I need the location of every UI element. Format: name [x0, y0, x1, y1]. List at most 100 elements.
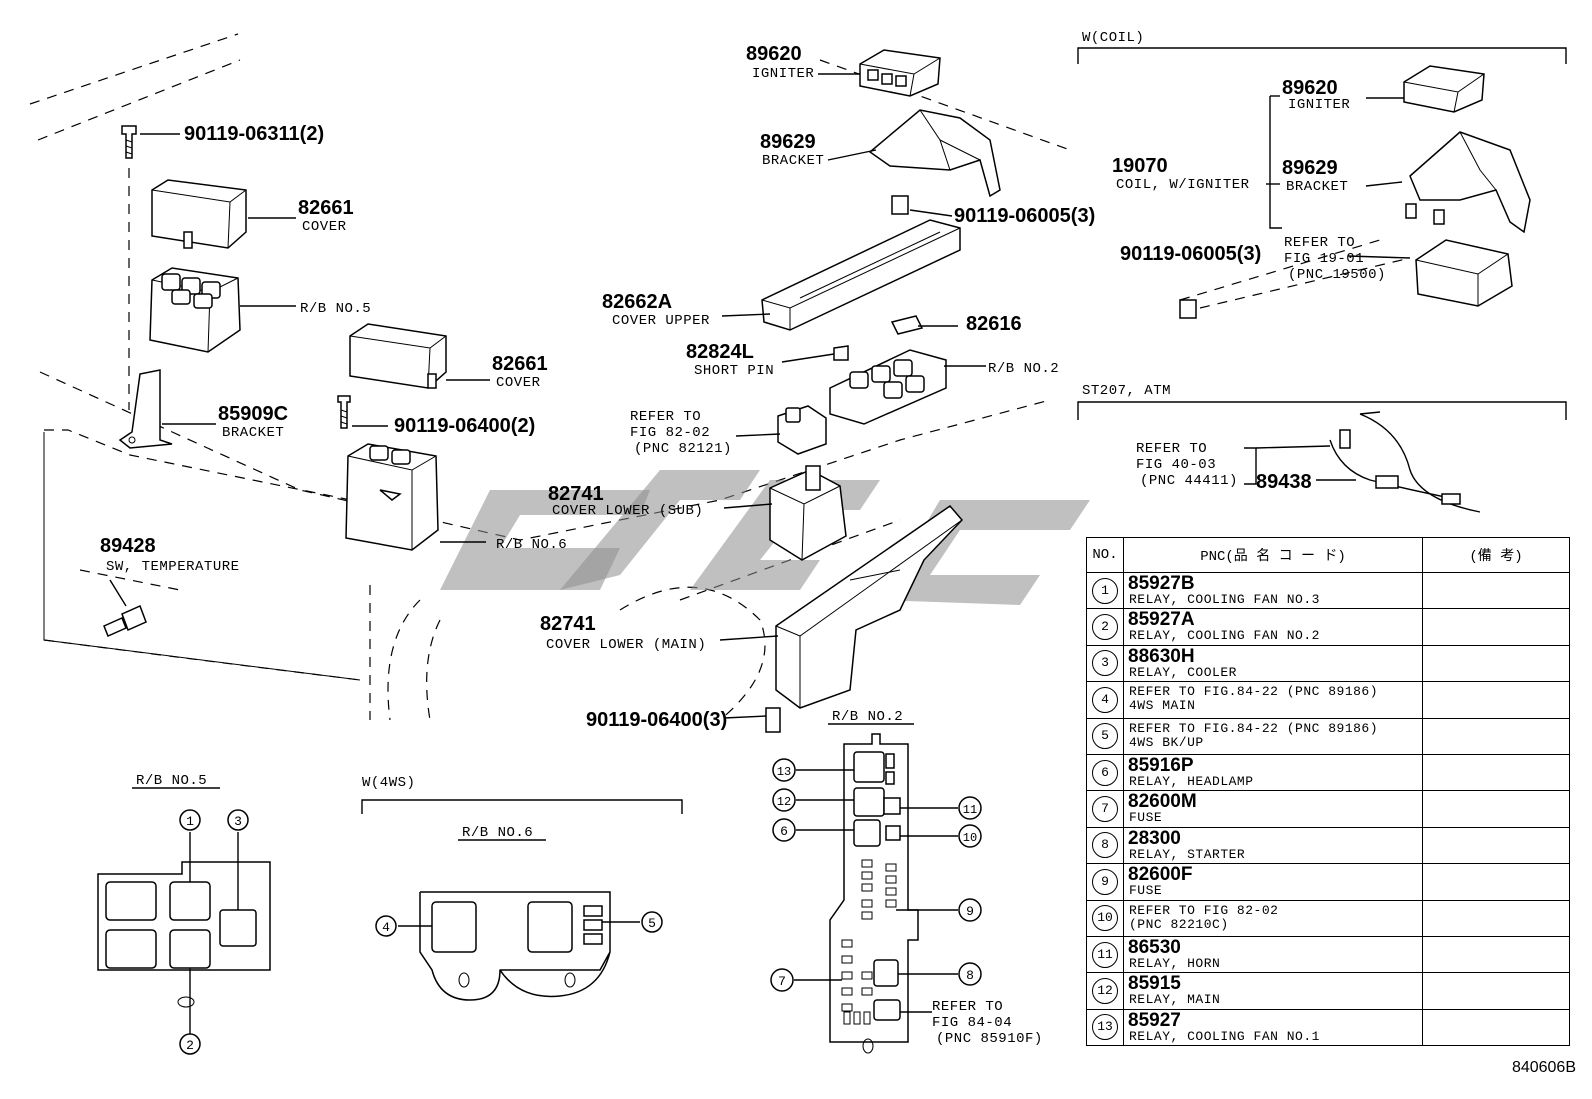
part-reference: REFER TO FIG.84-22 (PNC 89186) — [1129, 684, 1379, 700]
rb2-refer-line1: REFER TO — [932, 999, 1003, 1015]
row-remarks — [1422, 899, 1570, 937]
row-number: 4 — [1086, 681, 1124, 719]
callout-82741-main-num: 82741 — [540, 613, 596, 635]
part-number: 85916P — [1128, 754, 1194, 776]
callout-refer-82-02-line3: (PNC 82121) — [634, 441, 732, 457]
part-number: 82600F — [1128, 864, 1193, 886]
row-number-circle: 2 — [1092, 614, 1118, 641]
ref-marker-12: 12 — [772, 788, 796, 812]
temperature-switch-89428 — [103, 604, 147, 638]
callout-82824l-desc: SHORT PIN — [694, 363, 774, 379]
part-description: FUSE — [1129, 810, 1163, 826]
part-reference: REFER TO FIG.84-22 (PNC 89186) — [1129, 720, 1379, 736]
part-description: 4WS MAIN — [1129, 698, 1196, 714]
callout-82616-num: 82616 — [966, 313, 1022, 335]
st207-refer-line3: (PNC 44411) — [1140, 473, 1238, 489]
part-description: FUSE — [1129, 883, 1163, 899]
row-number: 5 — [1086, 717, 1124, 755]
ref-marker-13: 13 — [772, 758, 796, 782]
callout-89629-desc: BRACKET — [762, 153, 824, 169]
callout-82662a-num: 82662A — [602, 291, 672, 313]
rb2-view-title: R/B NO.2 — [832, 709, 903, 725]
ref-marker-2: 2 — [179, 1033, 201, 1055]
svg-text:12: 12 — [777, 795, 791, 809]
relay-block-rb2 — [829, 349, 947, 425]
row-number-circle: 3 — [1092, 650, 1118, 677]
callout-82661-a-num: 82661 — [298, 197, 354, 219]
row-remarks — [1422, 863, 1570, 901]
wcoil-refer-line1: REFER TO — [1284, 235, 1355, 251]
rb6-view: W(4WS) R/B NO.6 — [361, 775, 683, 1001]
rb2-refer-line2: FIG 84-04 — [932, 1015, 1012, 1031]
part-description: 4WS BK/UP — [1129, 734, 1204, 750]
svg-text:13: 13 — [777, 765, 791, 779]
svg-text:1: 1 — [186, 814, 194, 829]
part-number: 85915 — [1128, 973, 1181, 995]
short-pin-82824l — [833, 345, 849, 361]
wcoil-refer-line3: (PNC 19500) — [1288, 267, 1386, 283]
wcoil-bolt: 90119-06005(3) — [1120, 243, 1261, 265]
wcoil-inset: W(COIL) 89620 IGNITER 19070 COIL, W/IGNI… — [1077, 30, 1567, 319]
row-number-circle: 4 — [1092, 686, 1118, 713]
callout-labels: 89620 IGNITER 89629 BRACKET 90119-06005(… — [100, 43, 1095, 731]
part-description: RELAY, COOLING FAN NO.1 — [1129, 1028, 1320, 1044]
row-number-circle: 8 — [1092, 832, 1118, 859]
header-remarks: (備 考) — [1422, 537, 1570, 573]
st207-inset: ST207, ATM REFER TO FIG 40-03 (PNC 44411… — [1077, 383, 1567, 513]
callout-89428-num: 89428 — [100, 535, 156, 557]
row-remarks — [1422, 935, 1570, 974]
row-remarks — [1422, 753, 1570, 792]
bracket-89629 — [868, 109, 1001, 198]
row-remarks — [1422, 608, 1570, 646]
table-row: 4 REFER TO FIG.84-22 (PNC 89186)4WS MAIN — [1086, 681, 1570, 719]
callout-85909c-desc: BRACKET — [222, 425, 284, 441]
igniter-89620 — [859, 49, 941, 97]
st207-title: ST207, ATM — [1082, 383, 1171, 399]
ref-marker-4: 4 — [375, 915, 397, 937]
part-number: 85927B — [1128, 573, 1195, 594]
wcoil-coil-desc: COIL, W/IGNITER — [1116, 177, 1250, 193]
rb2-view: R/B NO.2 — [794, 709, 1042, 1054]
callout-refer-82-02-line2: FIG 82-02 — [630, 425, 710, 441]
callout-82661-b-num: 82661 — [492, 353, 548, 375]
part-number: 85927A — [1128, 609, 1195, 631]
ref-marker-9: 9 — [958, 898, 982, 922]
part-number: 82600M — [1128, 791, 1197, 813]
row-number-circle: 7 — [1092, 796, 1118, 823]
row-number: 10 — [1086, 899, 1124, 937]
part-description: RELAY, COOLING FAN NO.3 — [1129, 592, 1320, 607]
row-pnc: REFER TO FIG.84-22 (PNC 89186)4WS BK/UP — [1123, 717, 1423, 755]
callout-89428-desc: SW, TEMPERATURE — [106, 559, 240, 575]
reference-number-markers: 1 3 2 4 5 13 12 6 11 10 9 7 8 — [179, 758, 982, 1055]
callout-89629-num: 89629 — [760, 131, 816, 153]
callout-rb5-top: R/B NO.5 — [300, 301, 371, 317]
ref-marker-5: 5 — [641, 911, 663, 933]
bolt-90119-06400-2 — [337, 395, 351, 429]
bolt-90119-06400-3 — [765, 707, 781, 733]
callout-89620-desc: IGNITER — [752, 66, 814, 82]
wcoil-title: W(COIL) — [1082, 30, 1144, 46]
row-remarks — [1422, 790, 1570, 828]
part-number: 85927 — [1128, 1009, 1181, 1031]
row-number: 1 — [1086, 571, 1124, 610]
ref-marker-1: 1 — [179, 809, 201, 831]
wcoil-igniter-num: 89620 — [1282, 77, 1338, 99]
relay-block-rb6 — [345, 443, 439, 551]
callout-82662a-desc: COVER UPPER — [612, 313, 710, 329]
svg-text:8: 8 — [966, 968, 974, 983]
row-remarks — [1422, 681, 1570, 719]
wcoil-bracket-desc: BRACKET — [1286, 179, 1348, 195]
callout-90119-06400-3-num: 90119-06400(3) — [586, 709, 727, 731]
